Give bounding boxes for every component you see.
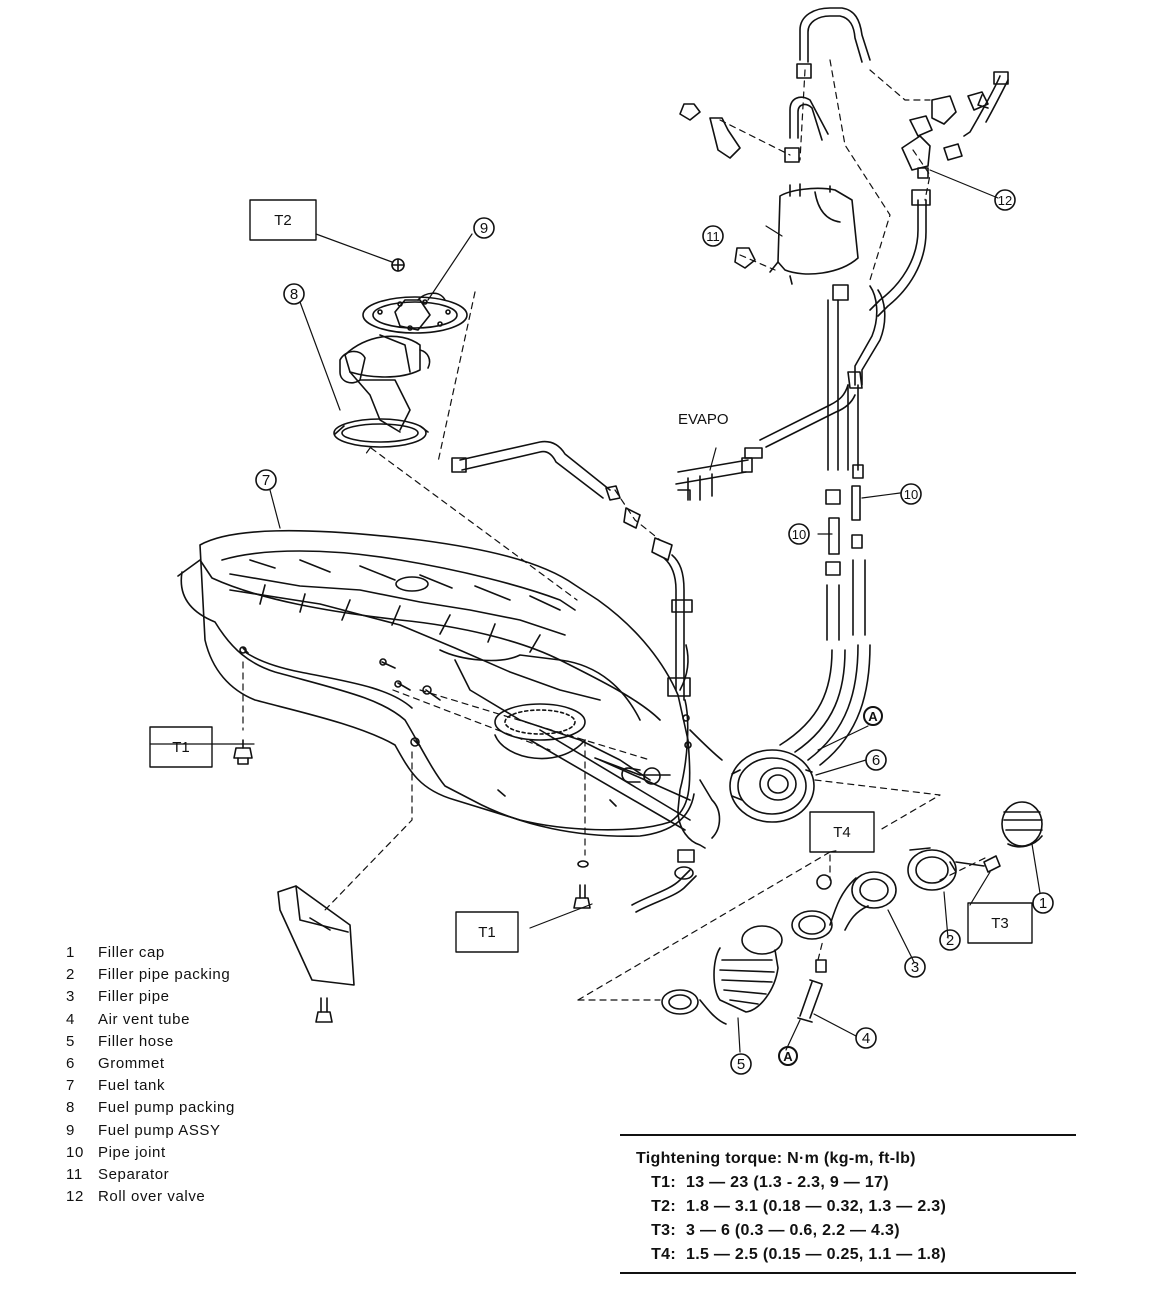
hoses-and-pipes	[451, 440, 697, 913]
svg-text:8: 8	[290, 286, 298, 303]
svg-text:1: 1	[1039, 895, 1047, 912]
vent-lines	[675, 7, 1009, 766]
callout-12: 12	[994, 189, 1016, 211]
svg-text:11: 11	[706, 229, 720, 244]
evapo-label: EVAPO	[678, 411, 729, 428]
callout-4: 4	[855, 1027, 877, 1049]
torque-row: T3:3 — 6 (0.3 — 0.6, 2.2 — 4.3)	[651, 1222, 900, 1239]
svg-text:12: 12	[998, 193, 1012, 208]
svg-text:4: 4	[862, 1030, 870, 1047]
t3-label: T3	[991, 915, 1009, 932]
callout-1: 1	[1032, 892, 1054, 914]
fuel-pump-drawing	[333, 258, 468, 448]
grommet-drawing	[729, 749, 815, 823]
torque-row: T4:1.5 — 2.5 (0.15 — 0.25, 1.1 — 1.8)	[651, 1246, 947, 1263]
torque-box-t3: T3	[967, 902, 1033, 944]
callout-10-upper: 10	[900, 483, 922, 505]
svg-text:5: 5	[737, 1056, 745, 1073]
callout-3: 3	[904, 956, 926, 978]
marker-a-bottom: A	[778, 1046, 798, 1066]
filler-assembly-drawing	[661, 801, 1043, 1025]
svg-text:7: 7	[262, 472, 270, 489]
torque-title: Tightening torque: N·m (kg-m, ft-lb)	[636, 1150, 916, 1167]
marker-a-top: A	[863, 706, 883, 726]
t4-label: T4	[833, 824, 851, 841]
t1-label-bottom: T1	[478, 924, 496, 941]
callout-6: 6	[865, 749, 887, 771]
callout-9: 9	[473, 217, 495, 239]
torque-box-t4: T4	[809, 811, 875, 853]
torque-specs: Tightening torque: N·m (kg-m, ft-lb) T1:…	[620, 1134, 1076, 1274]
dashed-leaders	[242, 59, 986, 1001]
fuel-tank-drawing	[177, 529, 723, 849]
torque-box-t2: T2	[249, 199, 317, 241]
roll-over-valve-drawing	[901, 91, 989, 179]
torque-row: T2:1.8 — 3.1 (0.18 — 0.32, 1.3 — 2.3)	[651, 1198, 947, 1215]
callout-7: 7	[255, 469, 277, 491]
separator-drawing	[679, 103, 859, 285]
svg-text:10: 10	[792, 527, 806, 542]
svg-text:3: 3	[911, 959, 919, 976]
svg-text:9: 9	[480, 220, 488, 237]
torque-box-t1-left: T1	[149, 726, 213, 768]
bolts	[233, 94, 989, 1023]
callout-leaders	[149, 169, 1041, 1053]
callout-2: 2	[939, 929, 961, 951]
callout-8: 8	[283, 283, 305, 305]
svg-text:A: A	[868, 709, 878, 724]
torque-box-t1-bottom: T1	[455, 911, 519, 953]
svg-text:6: 6	[872, 752, 880, 769]
callout-10-lower: 10	[788, 523, 810, 545]
t2-label: T2	[274, 212, 292, 229]
t1-label-left: T1	[172, 739, 190, 756]
svg-text:2: 2	[946, 932, 954, 949]
svg-text:A: A	[783, 1049, 793, 1064]
torque-row: T1:13 — 23 (1.3 - 2.3, 9 — 17)	[651, 1174, 889, 1191]
callout-5: 5	[730, 1053, 752, 1075]
heat-shield-drawing	[277, 885, 355, 986]
callout-11: 11	[702, 225, 724, 247]
svg-text:10: 10	[904, 487, 918, 502]
